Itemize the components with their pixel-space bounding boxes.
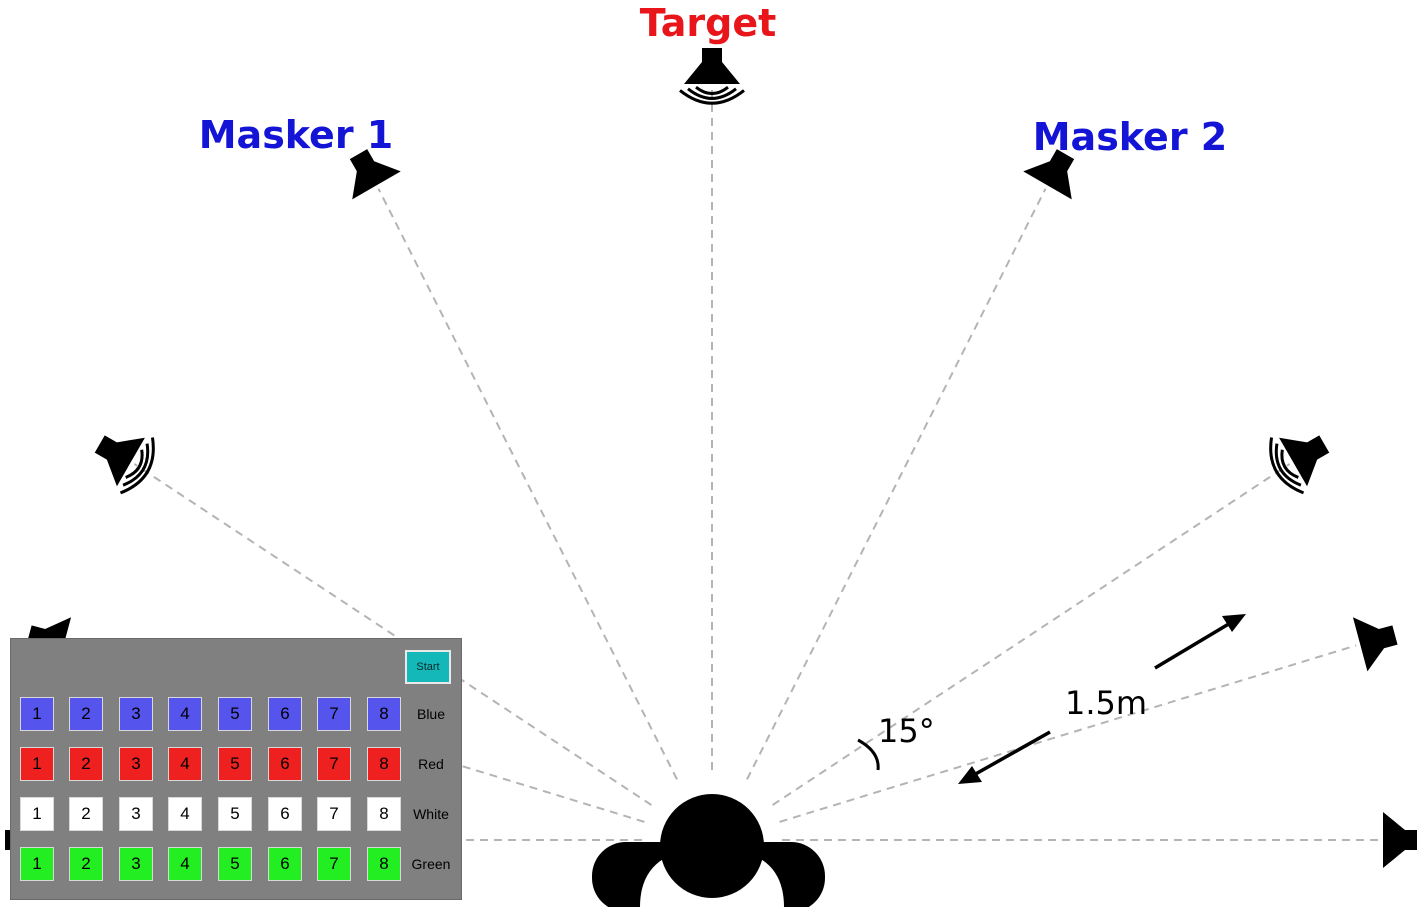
color-number-button[interactable]: 4: [168, 847, 202, 881]
color-number-button[interactable]: 3: [119, 747, 153, 781]
sound-wave-icon: [119, 437, 155, 495]
speaker-icon: [1383, 812, 1417, 868]
row-label: White: [413, 806, 449, 822]
sound-wave-icon: [695, 85, 729, 96]
color-number-button[interactable]: 6: [268, 747, 302, 781]
color-number-button[interactable]: 1: [20, 747, 54, 781]
color-number-button[interactable]: 8: [367, 697, 401, 731]
color-number-button[interactable]: 2: [69, 797, 103, 831]
masker1-speaker-icon: [94, 435, 155, 495]
color-number-button[interactable]: 5: [218, 847, 252, 881]
sound-wave-icon: [122, 443, 150, 487]
color-number-button[interactable]: 5: [218, 747, 252, 781]
color-number-button[interactable]: 2: [69, 847, 103, 881]
distance-arrow-lower: [971, 730, 1051, 778]
color-number-button[interactable]: 1: [20, 697, 54, 731]
color-number-button[interactable]: 1: [20, 847, 54, 881]
color-number-button[interactable]: 3: [119, 697, 153, 731]
color-number-button[interactable]: 6: [268, 797, 302, 831]
color-number-button[interactable]: 2: [69, 697, 103, 731]
listener-icon: [592, 794, 825, 907]
color-number-button[interactable]: 8: [367, 747, 401, 781]
label-masker-1: Masker 1: [199, 113, 394, 157]
speaker-icon: [1352, 617, 1398, 672]
color-number-button[interactable]: 4: [168, 797, 202, 831]
label-masker-2: Masker 2: [1033, 115, 1228, 159]
direction-line: [377, 188, 678, 780]
color-number-button[interactable]: 5: [218, 697, 252, 731]
color-number-button[interactable]: 4: [168, 697, 202, 731]
speaker-icon: [1023, 149, 1075, 200]
sound-wave-icon: [1274, 443, 1302, 487]
label-distance: 1.5m: [1065, 684, 1147, 722]
row-label: Red: [418, 756, 444, 772]
arrowhead-upper-icon: [1222, 614, 1246, 632]
distance-arrow-upper: [1154, 620, 1233, 670]
color-number-button[interactable]: 6: [268, 697, 302, 731]
sound-wave-icon: [125, 449, 144, 479]
angle-arc-icon: [857, 738, 880, 771]
color-number-button[interactable]: 8: [367, 847, 401, 881]
sound-wave-icon: [679, 89, 745, 105]
color-number-button[interactable]: 7: [317, 797, 351, 831]
speaker-icon: [349, 149, 401, 200]
start-button[interactable]: Start: [405, 650, 451, 684]
speaker-direction-lines: [45, 88, 1379, 841]
color-number-button[interactable]: 7: [317, 697, 351, 731]
target-speaker-icon: [679, 48, 745, 105]
label-target: Target: [640, 1, 777, 45]
color-number-button[interactable]: 7: [317, 747, 351, 781]
sound-wave-icon: [687, 87, 737, 100]
color-number-button[interactable]: 4: [168, 747, 202, 781]
distance-arrows: [958, 614, 1246, 784]
color-number-button[interactable]: 5: [218, 797, 252, 831]
direction-line: [772, 463, 1291, 806]
direction-line: [133, 463, 652, 806]
color-number-button[interactable]: 3: [119, 797, 153, 831]
masker2-speaker-icon: [1269, 435, 1330, 495]
color-number-button[interactable]: 1: [20, 797, 54, 831]
row-label: Green: [411, 856, 451, 872]
speaker-array: [5, 48, 1417, 868]
color-number-button[interactable]: 7: [317, 847, 351, 881]
direction-line: [746, 188, 1047, 780]
color-number-button[interactable]: 8: [367, 797, 401, 831]
color-number-button[interactable]: 2: [69, 747, 103, 781]
color-number-button[interactable]: 3: [119, 847, 153, 881]
direction-line: [779, 644, 1357, 823]
color-number-button[interactable]: 6: [268, 847, 302, 881]
arrowhead-lower-icon: [958, 766, 982, 784]
row-label: Blue: [416, 706, 446, 722]
label-angle: 15°: [878, 712, 935, 750]
sound-wave-icon: [1280, 449, 1299, 479]
sound-wave-icon: [1269, 437, 1305, 495]
